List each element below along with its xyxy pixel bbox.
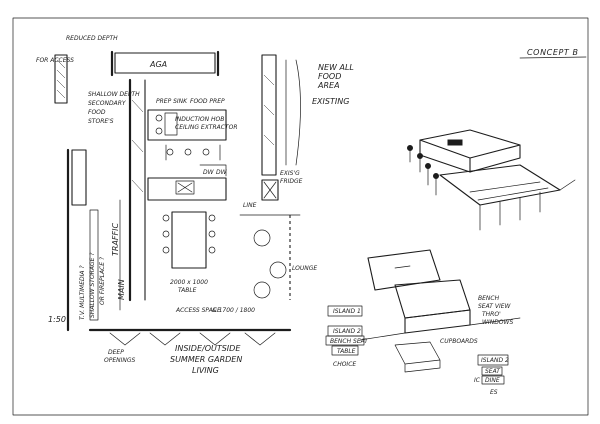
note-bench-2: SEAT VIEW: [478, 303, 512, 310]
svg-text:BENCH SEAT: BENCH SEAT: [330, 338, 369, 345]
aga-label: AGA: [149, 60, 167, 69]
note-food-prep: FOOD PREP: [190, 98, 225, 105]
note-reduced-depth: REDUCED DEPTH: [66, 35, 118, 42]
sheet-border: [12, 17, 589, 416]
sheet-title: CONCEPT B: [527, 48, 579, 57]
existing-cabinetry: [261, 54, 277, 176]
note-for-access: FOR ACCESS: [36, 57, 74, 64]
svg-text:SEAT: SEAT: [485, 368, 501, 375]
note-inside-outside: INSIDE/OUTSIDE: [175, 344, 241, 353]
note-bench-4: WINDOWS: [482, 319, 513, 326]
fridge-unit: [261, 179, 279, 201]
legend-island-1: [327, 305, 363, 317]
island-sink: [147, 177, 227, 201]
note-access-space: ACCESS SPACE: [175, 307, 221, 314]
note-living: LIVING: [192, 366, 219, 375]
note-line: LINE: [243, 202, 257, 209]
note-ceiling-extractor: CEILING EXTRACTOR: [175, 124, 238, 131]
svg-text:ISLAND 1: ISLAND 1: [333, 308, 361, 315]
note-new-all-1: NEW ALL: [318, 63, 354, 72]
note-shallow-1: SHALLOW DEPTH: [88, 91, 140, 98]
note-bench-1: BENCH: [478, 295, 500, 302]
note-dw: DW: [203, 169, 215, 176]
svg-text:ISLAND 2: ISLAND 2: [333, 328, 361, 335]
svg-text:ISLAND 2: ISLAND 2: [481, 357, 509, 364]
note-tv-multimedia: T.V. MULTIMEDIA ?: [79, 265, 86, 320]
note-shallow-2: SECONDARY: [88, 100, 127, 107]
note-bench-3: THRO': [482, 311, 501, 318]
note-existing: EXISTING: [312, 97, 349, 106]
note-table-word: TABLE: [178, 287, 197, 294]
note-main: MAIN: [117, 279, 126, 300]
perspective-sketch-islands: [407, 129, 576, 231]
dining-table: [171, 211, 207, 269]
aga-unit: [114, 52, 216, 74]
note-traffic: TRAFFIC: [111, 223, 120, 256]
floor-plan: REDUCED DEPTH FOR ACCESS AGA SHALLOW DEP…: [36, 35, 354, 375]
legend-table: [331, 345, 359, 356]
note-dim: & 1700 / 1800: [212, 307, 255, 314]
title-underline: [519, 56, 587, 59]
note-small-tag-1: IC: [474, 377, 481, 384]
note-or-fireplace: OR FIREPLACE ?: [99, 256, 106, 305]
note-new-all-3: AREA: [317, 81, 340, 90]
note-shallow-3: FOOD: [88, 109, 106, 116]
svg-text:TABLE: TABLE: [337, 348, 356, 355]
note-deep-openings-1: DEEP: [108, 349, 124, 356]
perspective-sketch-bench: BENCH SEAT VIEW THRO' WINDOWS CUPBOARDS …: [325, 249, 521, 396]
note-deep-openings-2: OPENINGS: [104, 357, 136, 364]
svg-text:DINE: DINE: [485, 377, 500, 384]
note-cupboards: CUPBOARDS: [440, 338, 478, 345]
note-existing-ref: EXIS'G: [280, 170, 300, 177]
note-small-tag-2: ES: [490, 389, 498, 396]
legend-bench-seat: [325, 335, 365, 346]
note-induction-hob: INDUCTION HOB: [175, 116, 224, 123]
tv-storage-unit: [71, 149, 87, 206]
note-fridge: FRIDGE: [280, 178, 303, 185]
legend-island-2-b: [477, 354, 509, 366]
scale-label: 1:50: [48, 315, 66, 324]
note-prep-sink: PREP SINK: [156, 98, 188, 105]
note-lounge: LOUNGE: [292, 265, 317, 272]
reduced-depth-unit: [54, 54, 68, 104]
note-shallow-storage: SHALLOW STORAGE ?: [89, 252, 96, 318]
lounge-chair: [253, 229, 271, 247]
note-table-size: 2000 x 1000: [170, 279, 208, 286]
note-summer-garden: SUMMER GARDEN: [170, 355, 242, 364]
island-prep-hob: [147, 109, 227, 141]
note-dw-2: DW: [216, 169, 228, 176]
note-new-all-2: FOOD: [318, 72, 341, 81]
note-shallow-4: STORE'S: [88, 118, 114, 125]
note-choice: CHOICE: [333, 361, 356, 368]
